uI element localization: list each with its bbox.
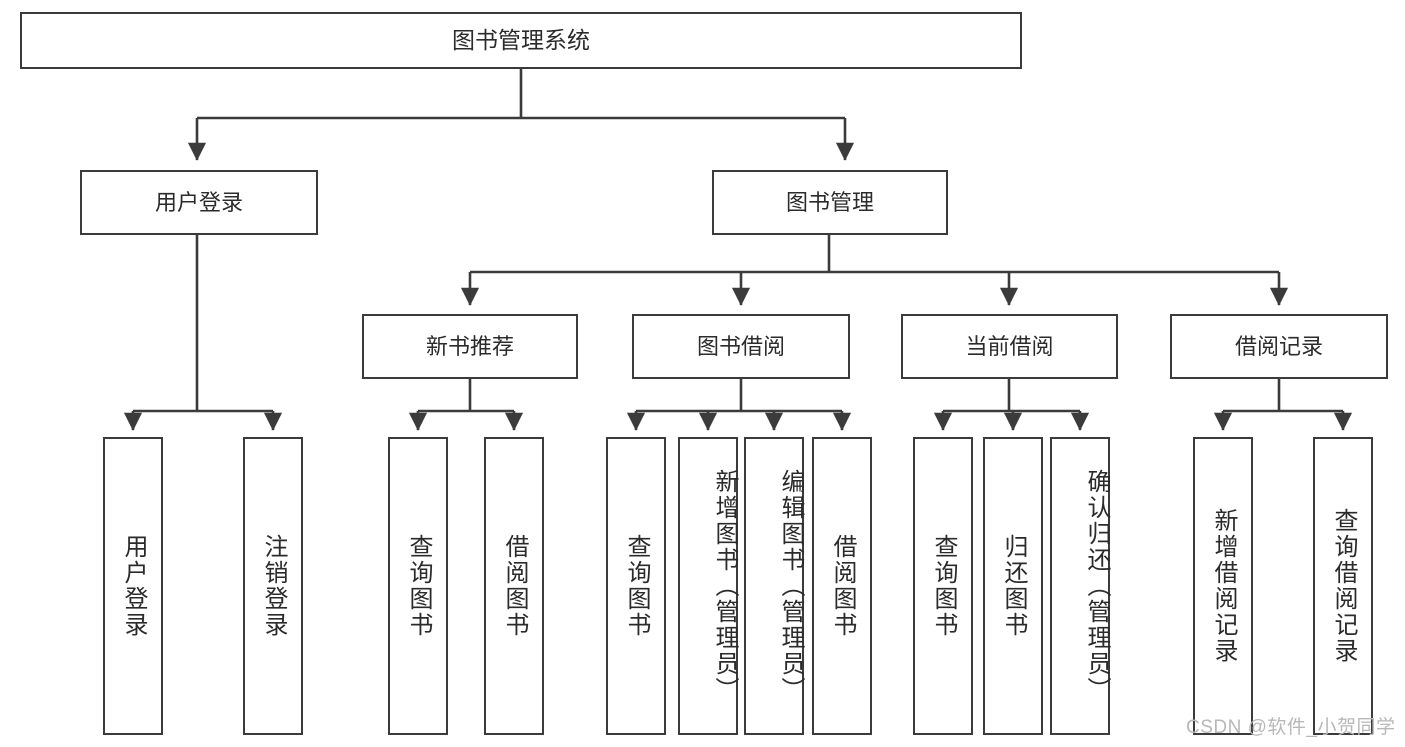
node-label: 用户登录 — [120, 534, 147, 638]
leaf-return-book[interactable]: 归还图书 — [983, 437, 1043, 735]
node-user-login[interactable]: 用户登录 — [80, 170, 318, 235]
leaf-user-login[interactable]: 用户登录 — [103, 437, 163, 735]
node-book-management-system[interactable]: 图书管理系统 — [20, 12, 1022, 69]
node-label: 用户登录 — [154, 189, 243, 215]
node-book-management[interactable]: 图书管理 — [712, 170, 948, 235]
node-borrow-record[interactable]: 借阅记录 — [1170, 314, 1388, 379]
leaf-query-book-1[interactable]: 查询图书 — [388, 437, 448, 735]
node-label: 新增图书（管理员） — [711, 469, 738, 703]
leaf-add-record[interactable]: 新增借阅记录 — [1193, 437, 1253, 735]
leaf-edit-book[interactable]: 编辑图书（管理员） — [744, 437, 804, 735]
node-label: 新书推荐 — [425, 333, 514, 359]
node-label: 注销登录 — [260, 534, 287, 638]
leaf-query-record[interactable]: 查询借阅记录 — [1313, 437, 1373, 735]
leaf-borrow-book-1[interactable]: 借阅图书 — [484, 437, 544, 735]
node-book-borrow[interactable]: 图书借阅 — [632, 314, 850, 379]
leaf-confirm-return[interactable]: 确认归还（管理员） — [1050, 437, 1110, 735]
node-new-book-recommend[interactable]: 新书推荐 — [362, 314, 578, 379]
leaf-query-book-2[interactable]: 查询图书 — [606, 437, 666, 735]
node-label: 查询图书 — [405, 534, 432, 638]
node-label: 图书借阅 — [696, 333, 785, 359]
node-label: 查询借阅记录 — [1330, 508, 1357, 664]
leaf-add-book[interactable]: 新增图书（管理员） — [678, 437, 738, 735]
node-label: 当前借阅 — [965, 333, 1054, 359]
leaf-logout[interactable]: 注销登录 — [243, 437, 303, 735]
node-label: 新增借阅记录 — [1210, 508, 1237, 664]
node-label: 确认归还（管理员） — [1083, 469, 1110, 703]
node-label: 借阅图书 — [829, 534, 856, 638]
node-label: 查询图书 — [623, 534, 650, 638]
node-label: 图书管理 — [785, 189, 874, 215]
node-label: 归还图书 — [1000, 534, 1027, 638]
node-label: 借阅图书 — [501, 534, 528, 638]
node-label: 编辑图书（管理员） — [777, 469, 804, 703]
node-label: 查询图书 — [930, 534, 957, 638]
node-current-borrow[interactable]: 当前借阅 — [901, 314, 1118, 379]
leaf-borrow-book-2[interactable]: 借阅图书 — [812, 437, 872, 735]
node-label: 图书管理系统 — [452, 26, 590, 53]
leaf-query-book-3[interactable]: 查询图书 — [913, 437, 973, 735]
node-label: 借阅记录 — [1234, 333, 1323, 359]
watermark: CSDN @软件_小贺同学 — [1186, 717, 1396, 738]
